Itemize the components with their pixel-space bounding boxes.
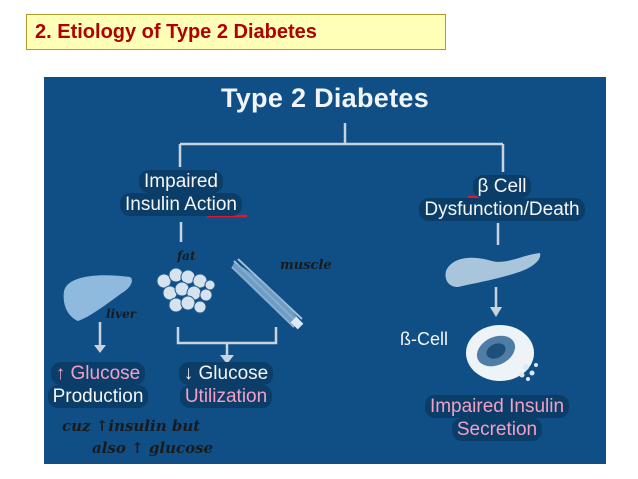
glucose-utilization-line2: Utilization xyxy=(179,385,273,408)
secretion-line: Secretion xyxy=(451,418,543,441)
glucose-production-line2: Production xyxy=(47,385,149,408)
glucose-production: ↑ Glucose Production xyxy=(44,362,152,408)
glucose-utilization: ↓ Glucose Utilization xyxy=(170,362,282,408)
glucose-utilization-line1: ↓ Glucose xyxy=(178,362,274,385)
insulin-action-label: Insulin Action xyxy=(120,193,242,216)
pancreas-icon xyxy=(445,253,541,287)
slide-title: 2. Etiology of Type 2 Diabetes xyxy=(26,14,446,50)
dysfunction-death-label: Dysfunction/Death xyxy=(419,198,585,221)
handwritten-note-line1: cuz ↑insulin but xyxy=(62,417,201,435)
beta-cell-label: β Cell xyxy=(472,175,532,198)
fat-cells-icon xyxy=(156,267,216,314)
liver-icon xyxy=(63,275,132,321)
impaired-insulin-line: Impaired Insulin xyxy=(424,395,570,418)
beta-cell-image-label: ß-Cell xyxy=(400,329,448,349)
impaired-label: Impaired xyxy=(139,170,223,193)
muscle-icon xyxy=(231,258,304,330)
handwritten-muscle: muscle xyxy=(280,258,332,273)
connector-lines xyxy=(94,123,511,364)
handwritten-fat: fat xyxy=(177,249,196,263)
beta-cell-icon xyxy=(466,325,538,381)
impaired-insulin-secretion: Impaired Insulin Secretion xyxy=(412,395,582,441)
beta-cell-dysfunction: β Cell Dysfunction/Death xyxy=(404,175,600,221)
diagram-title: Type 2 Diabetes xyxy=(220,83,430,113)
impaired-insulin-action: Impaired Insulin Action xyxy=(106,170,256,216)
glucose-production-line1: ↑ Glucose xyxy=(50,362,146,385)
diagram-panel: Type 2 Diabetes Impaired Insulin Action … xyxy=(44,77,606,464)
handwritten-liver: liver xyxy=(106,307,137,321)
handwritten-note-line2: also ↑ glucose xyxy=(92,439,214,457)
